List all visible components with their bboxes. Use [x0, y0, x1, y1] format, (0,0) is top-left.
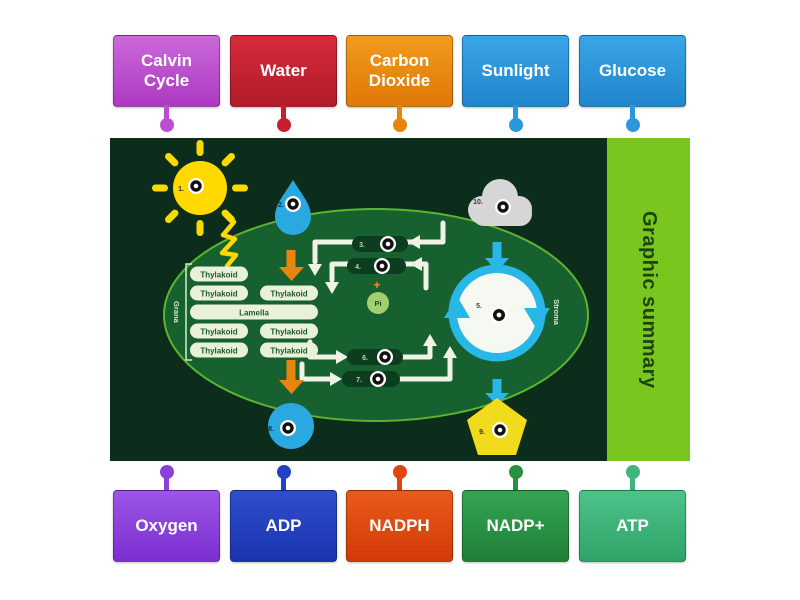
- pin-dot: [276, 465, 291, 479]
- sidebar-title: Graphic summary: [638, 210, 660, 389]
- label-sunlight: Sunlight: [462, 35, 569, 139]
- pin-pill-6[interactable]: [377, 349, 393, 365]
- thylakoid-label: Thylakoid: [200, 290, 237, 299]
- sidebar-graphic-summary: Graphic summary: [607, 138, 690, 461]
- label-calvin-cycle: Calvin Cycle: [113, 35, 220, 139]
- step-number: 1.: [178, 186, 184, 193]
- thylakoid-label: Thylakoid: [200, 347, 237, 356]
- pin-co2-cloud[interactable]: [495, 199, 511, 215]
- pin-oxygen-bubble[interactable]: [280, 420, 296, 436]
- pin-dot: [625, 465, 640, 479]
- step-number: 7.: [356, 377, 362, 384]
- diagram-image: Grana Stroma Thylakoid Thylakoid Thylako…: [110, 138, 690, 461]
- pi-circle: [367, 292, 389, 314]
- grana-bracket: [185, 263, 192, 361]
- label-oxygen: Oxygen: [113, 465, 220, 562]
- orange-arrow-oxygen: [279, 360, 304, 394]
- thylakoid-label: Thylakoid: [270, 290, 307, 299]
- grana-label: Grana: [172, 301, 181, 324]
- stroma-label: Stroma: [552, 299, 561, 326]
- pin-pill-4[interactable]: [374, 258, 390, 274]
- label-card-sunlight[interactable]: Sunlight: [462, 35, 569, 107]
- label-card-glucose[interactable]: Glucose: [579, 35, 686, 107]
- pin-stem: [630, 105, 635, 121]
- pin-dot: [508, 118, 523, 132]
- pin-stem: [513, 475, 518, 491]
- pin-dot: [625, 118, 640, 132]
- lightning-icon: [219, 219, 239, 269]
- step-number: 3.: [359, 242, 365, 249]
- label-card-adp[interactable]: ADP: [230, 490, 337, 562]
- step-number: 6.: [362, 355, 368, 362]
- chloroplast-ellipse: [163, 208, 589, 422]
- pin-stem: [281, 475, 286, 491]
- pin-stem: [397, 475, 402, 491]
- pin-dot: [159, 465, 174, 479]
- thylakoid-label: Thylakoid: [270, 328, 307, 337]
- step-number: 8.: [268, 426, 274, 433]
- label-adp: ADP: [230, 465, 337, 562]
- label-card-nadp-plus[interactable]: NADP+: [462, 490, 569, 562]
- step-number: 4.: [355, 264, 361, 271]
- thylakoid-stack: Thylakoid Thylakoid Thylakoid Lamella Th…: [190, 266, 318, 358]
- pin-stem: [397, 105, 402, 121]
- thylakoid-label: Thylakoid: [200, 271, 237, 280]
- pin-dot: [392, 465, 407, 479]
- label-water: Water: [230, 35, 337, 139]
- label-card-calvin-cycle[interactable]: Calvin Cycle: [113, 35, 220, 107]
- cloud-icon: [468, 179, 532, 226]
- step-number: 9.: [479, 429, 485, 436]
- pi-label: Pi: [374, 299, 381, 308]
- flow-arrowheads: [308, 235, 457, 386]
- label-carbon-dioxide: Carbon Dioxide: [346, 35, 453, 139]
- plus-sign: +: [373, 278, 380, 292]
- thylakoid-label: Thylakoid: [270, 347, 307, 356]
- orange-arrow-water: [279, 250, 304, 281]
- step-number: 5.: [476, 303, 482, 310]
- pin-pill-7[interactable]: [370, 371, 386, 387]
- label-glucose: Glucose: [579, 35, 686, 139]
- step-number: 10.: [473, 199, 483, 206]
- pin-water-drop[interactable]: [285, 196, 301, 212]
- pin-sun[interactable]: [188, 178, 204, 194]
- label-card-atp[interactable]: ATP: [579, 490, 686, 562]
- pin-glucose-pentagon[interactable]: [492, 422, 508, 438]
- pin-pill-3[interactable]: [380, 236, 396, 252]
- pin-dot: [276, 118, 291, 132]
- label-nadp-plus: NADP+: [462, 465, 569, 562]
- thylakoid-label: Thylakoid: [200, 328, 237, 337]
- label-nadph: NADPH: [346, 465, 453, 562]
- pin-stem: [164, 105, 169, 121]
- pin-stem: [281, 105, 286, 121]
- pin-dot: [508, 465, 523, 479]
- step-number: 2.: [278, 202, 284, 209]
- label-card-oxygen[interactable]: Oxygen: [113, 490, 220, 562]
- label-card-water[interactable]: Water: [230, 35, 337, 107]
- pin-stem: [630, 475, 635, 491]
- pin-calvin-cycle[interactable]: [490, 306, 508, 324]
- lamella-label: Lamella: [239, 309, 269, 318]
- label-card-carbon-dioxide[interactable]: Carbon Dioxide: [346, 35, 453, 107]
- pin-dot: [392, 118, 407, 132]
- photosynthesis-diagram: Grana Stroma Thylakoid Thylakoid Thylako…: [152, 140, 589, 455]
- label-atp: ATP: [579, 465, 686, 562]
- pin-stem: [164, 475, 169, 491]
- label-card-nadph[interactable]: NADPH: [346, 490, 453, 562]
- pin-stem: [513, 105, 518, 121]
- pin-dot: [159, 118, 174, 132]
